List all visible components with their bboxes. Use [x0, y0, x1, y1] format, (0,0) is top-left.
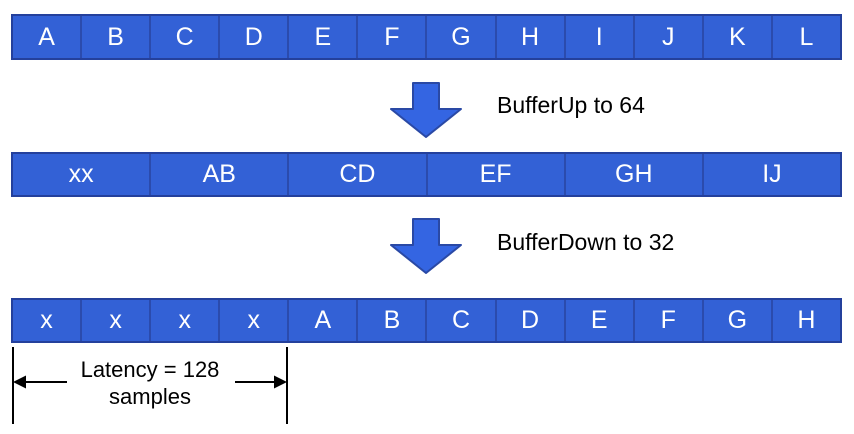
buffer-cell: xx	[13, 154, 150, 195]
buffer-cell: F	[632, 300, 702, 341]
buffer-cell: J	[632, 16, 702, 58]
buffer-cell: D	[494, 300, 564, 341]
buffer-cell: A	[13, 16, 81, 58]
buffer-cell: H	[770, 300, 840, 341]
latency-label-line1: Latency = 128	[80, 357, 220, 382]
bufferdown-label: BufferDown to 32	[497, 229, 675, 255]
buffer-cell: L	[770, 16, 840, 58]
bufferup-label: BufferUp to 64	[497, 92, 645, 118]
buffer-cell: G	[701, 300, 771, 341]
buffer-cell: D	[218, 16, 288, 58]
buffer-cell: E	[563, 300, 633, 341]
buffer-cell: B	[80, 16, 150, 58]
latency-label: Latency = 128 samples	[45, 356, 255, 410]
buffer-cell: I	[563, 16, 633, 58]
latency-measure-lines	[12, 347, 288, 424]
latency-label-line2: samples	[109, 384, 191, 409]
buffer-cell: H	[494, 16, 564, 58]
buffer-cell: x	[80, 300, 150, 341]
buffer-cell: K	[701, 16, 771, 58]
down-arrow-icon	[390, 218, 462, 274]
buffer-cell: CD	[287, 154, 426, 195]
buffer-cell: C	[425, 300, 495, 341]
buffer-cell: GH	[563, 154, 702, 195]
buffer-cell: F	[356, 16, 426, 58]
buffer-cell: B	[356, 300, 426, 341]
buffer-cell: EF	[425, 154, 564, 195]
buffer-cell: x	[218, 300, 288, 341]
buffer-cell: G	[425, 16, 495, 58]
buffer-cell: IJ	[701, 154, 841, 195]
down-arrow-icon	[390, 82, 462, 138]
buffer-cell: AB	[149, 154, 288, 195]
buffer-cell: x	[149, 300, 219, 341]
buffer-cell: C	[149, 16, 219, 58]
buffer-cell: E	[287, 16, 357, 58]
buffer-cell: x	[13, 300, 81, 341]
buffer-cell: A	[287, 300, 357, 341]
